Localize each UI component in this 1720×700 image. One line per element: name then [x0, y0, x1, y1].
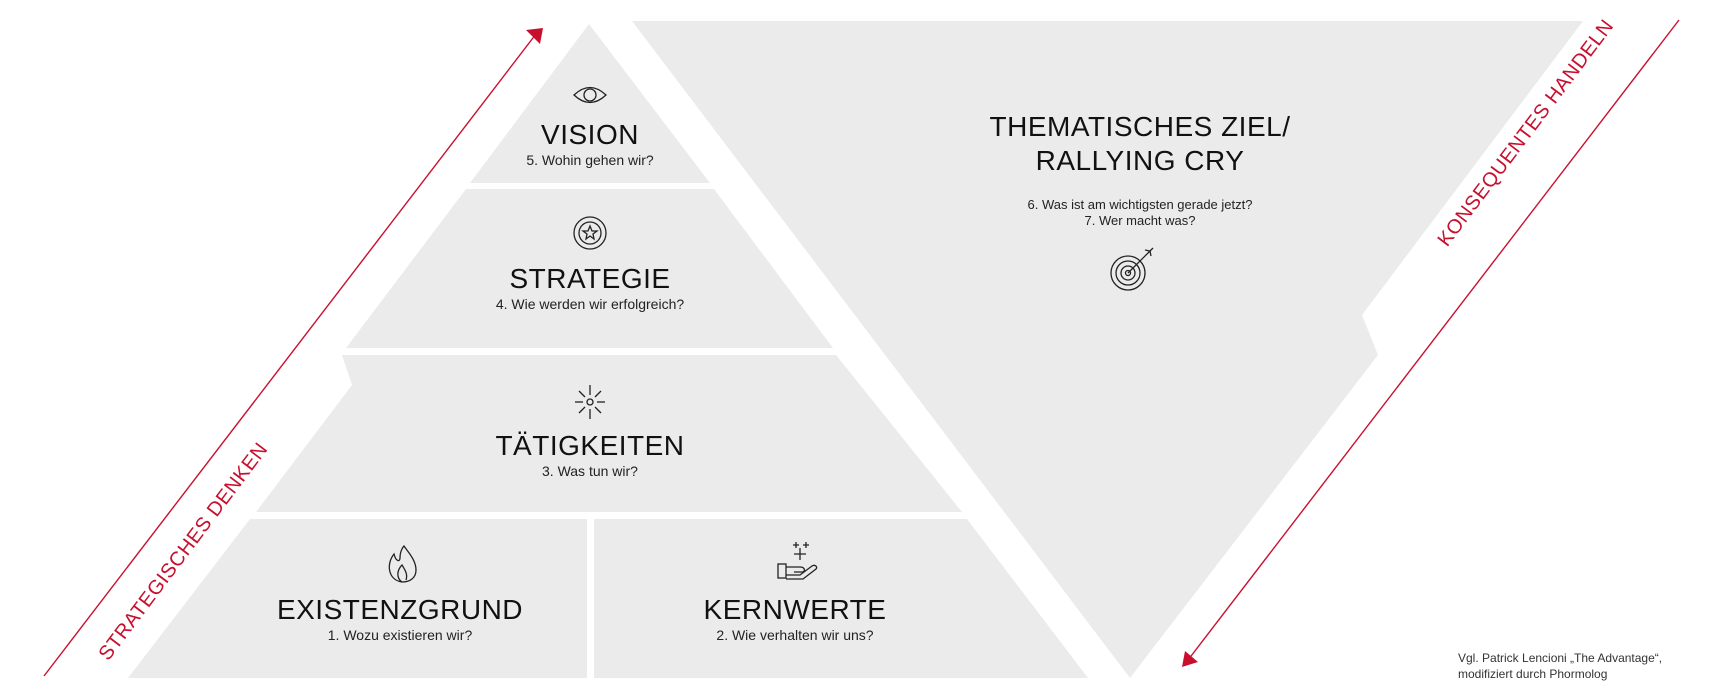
strategy-title: STRATEGIE — [509, 263, 671, 294]
values-question: 2. Wie verhalten wir uns? — [716, 626, 874, 643]
values-title: KERNWERTE — [703, 594, 887, 625]
left-axis-line — [43, 33, 537, 677]
hand-stars-icon — [777, 542, 818, 580]
purpose-question: 1. Wozu existieren wir? — [327, 626, 473, 643]
vision-question: 5. Wohin gehen wir? — [526, 151, 654, 168]
strategy-label: STRATEGIE 4. Wie werden wir erfolgreich? — [440, 262, 740, 313]
values-label: KERNWERTE 2. Wie verhalten wir uns? — [645, 593, 945, 644]
eye-icon — [573, 86, 607, 104]
flame-icon — [388, 544, 417, 583]
strategy-segment — [346, 189, 833, 348]
purpose-segment — [128, 519, 587, 678]
goal-label: THEMATISCHES ZIEL/ RALLYING CRY 6. Was i… — [930, 110, 1350, 230]
activities-title: TÄTIGKEITEN — [495, 430, 685, 461]
left-axis-arrowhead — [526, 28, 543, 44]
source-credit: Vgl. Patrick Lencioni „The Advantage“, m… — [1458, 651, 1663, 681]
vision-segment — [470, 24, 710, 183]
activities-segment — [256, 355, 962, 512]
sparkle-burst-icon — [575, 385, 605, 419]
star-badge-icon — [573, 216, 607, 250]
goal-questions: 6. Was ist am wichtigsten gerade jetzt? … — [1027, 197, 1253, 229]
activities-label: TÄTIGKEITEN 3. Was tun wir? — [440, 429, 740, 480]
vision-label: VISION 5. Wohin gehen wir? — [460, 118, 720, 169]
vision-title: VISION — [541, 119, 639, 150]
goal-segment — [632, 21, 1583, 678]
strategy-question: 4. Wie werden wir erfolgreich? — [495, 295, 685, 312]
purpose-title: EXISTENZGRUND — [276, 594, 524, 625]
activities-question: 3. Was tun wir? — [542, 462, 638, 479]
goal-title: THEMATISCHES ZIEL/ RALLYING CRY — [989, 111, 1291, 176]
right-axis-line — [1187, 19, 1680, 661]
target-arrow-icon — [1110, 247, 1154, 291]
purpose-label: EXISTENZGRUND 1. Wozu existieren wir? — [250, 593, 550, 644]
values-segment — [594, 519, 1088, 678]
right-axis-arrowhead — [1182, 651, 1198, 667]
